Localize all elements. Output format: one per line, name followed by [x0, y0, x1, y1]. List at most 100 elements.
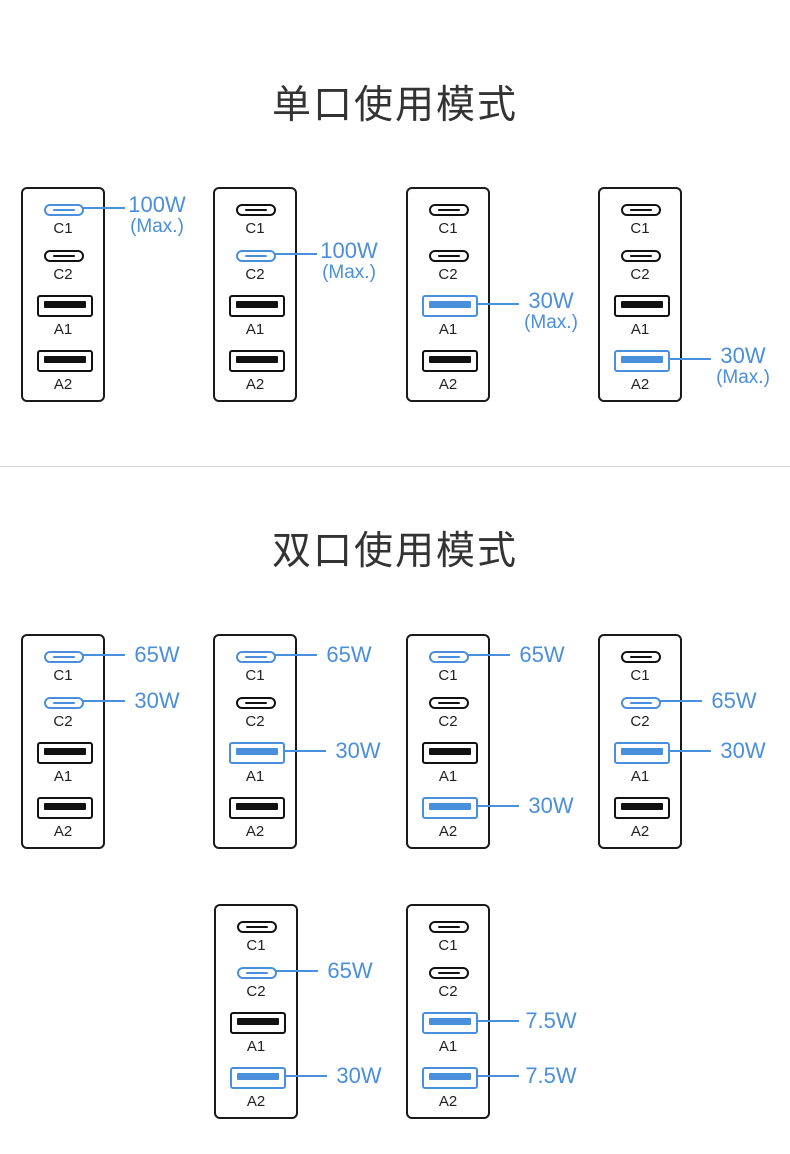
usb-a-tongue	[44, 803, 86, 810]
usb-a-tongue	[621, 356, 663, 363]
callout-line	[669, 750, 711, 752]
port-c1-usb-c-icon	[237, 921, 277, 933]
port-a1-usb-a-icon	[422, 1012, 478, 1034]
power-value: 7.5W	[525, 1063, 577, 1088]
port-label-c2: C2	[246, 983, 266, 1000]
power-value: 65W	[327, 958, 373, 983]
port-a1-usb-a-icon	[37, 742, 93, 764]
port-a2-usb-a-icon	[37, 797, 93, 819]
port-c2-usb-c-icon	[237, 967, 277, 979]
port-label-c2: C2	[438, 983, 458, 1000]
usb-a-tongue	[236, 301, 278, 308]
usb-a-tongue	[237, 1018, 279, 1025]
port-c1-usb-c-icon	[429, 921, 469, 933]
port-label-c2: C2	[53, 266, 73, 283]
power-value: 7.5W	[525, 1008, 577, 1033]
usb-a-tongue	[621, 748, 663, 755]
callout-line	[83, 700, 125, 702]
power-value: 65W	[711, 688, 757, 713]
port-a1-usb-a-icon	[230, 1012, 286, 1034]
callout-line	[468, 654, 510, 656]
port-label-c1: C1	[630, 667, 650, 684]
power-output-a1: 7.5W	[519, 1010, 583, 1032]
power-value: 30W	[720, 343, 766, 368]
port-c1-usb-c-icon	[44, 204, 84, 216]
port-c1-usb-c-icon	[429, 651, 469, 663]
section-divider	[0, 466, 790, 467]
port-label-c2: C2	[53, 713, 73, 730]
usb-a-tongue	[429, 748, 471, 755]
usb-a-tongue	[621, 803, 663, 810]
port-label-c2: C2	[630, 266, 650, 283]
port-label-c1: C1	[438, 220, 458, 237]
port-c1-usb-c-icon	[429, 204, 469, 216]
port-label-a1: A1	[438, 768, 458, 785]
callout-line	[275, 253, 317, 255]
port-label-a1: A1	[246, 1038, 266, 1055]
power-output-a1: 30W	[326, 740, 390, 762]
port-label-a2: A2	[53, 376, 73, 393]
port-label-c1: C1	[245, 220, 265, 237]
power-value: 65W	[326, 642, 372, 667]
power-value: 100W	[320, 238, 378, 263]
power-value: 30W	[336, 1063, 382, 1088]
power-output-c2: 65W	[702, 690, 766, 712]
port-label-a1: A1	[438, 1038, 458, 1055]
port-label-a2: A2	[630, 376, 650, 393]
port-c2-usb-c-icon	[621, 697, 661, 709]
port-a1-usb-a-icon	[614, 742, 670, 764]
port-a1-usb-a-icon	[37, 295, 93, 317]
power-output-c1: 100W(Max.)	[125, 194, 189, 238]
port-label-a2: A2	[438, 1093, 458, 1110]
power-output-c2: 30W	[125, 690, 189, 712]
usb-a-tongue	[429, 1018, 471, 1025]
port-a1-usb-a-icon	[229, 295, 285, 317]
port-a2-usb-a-icon	[422, 1067, 478, 1089]
power-output-a2: 30W	[519, 795, 583, 817]
callout-line	[477, 1020, 519, 1022]
power-output-a1: 30W(Max.)	[519, 290, 583, 334]
port-label-c1: C1	[246, 937, 266, 954]
power-value: 65W	[519, 642, 565, 667]
port-label-a1: A1	[438, 321, 458, 338]
power-output-c1: 65W	[510, 644, 574, 666]
usb-a-tongue	[44, 356, 86, 363]
power-value: 30W	[720, 738, 766, 763]
port-a2-usb-a-icon	[614, 350, 670, 372]
power-output-a2: 7.5W	[519, 1065, 583, 1087]
port-c1-usb-c-icon	[621, 651, 661, 663]
port-c1-usb-c-icon	[236, 204, 276, 216]
port-a2-usb-a-icon	[37, 350, 93, 372]
port-c2-usb-c-icon	[429, 967, 469, 979]
usb-a-tongue	[44, 748, 86, 755]
usb-a-tongue	[236, 803, 278, 810]
port-c1-usb-c-icon	[236, 651, 276, 663]
port-a2-usb-a-icon	[230, 1067, 286, 1089]
power-value: 30W	[528, 288, 574, 313]
port-label-c1: C1	[630, 220, 650, 237]
port-label-c1: C1	[53, 220, 73, 237]
port-c2-usb-c-icon	[429, 250, 469, 262]
max-note: (Max.)	[716, 367, 770, 388]
max-note: (Max.)	[524, 312, 578, 333]
power-output-a2: 30W(Max.)	[711, 345, 775, 389]
port-label-a1: A1	[53, 768, 73, 785]
port-c2-usb-c-icon	[429, 697, 469, 709]
port-c2-usb-c-icon	[236, 697, 276, 709]
power-value: 30W	[335, 738, 381, 763]
port-a1-usb-a-icon	[422, 742, 478, 764]
port-label-c2: C2	[438, 713, 458, 730]
port-a2-usb-a-icon	[229, 350, 285, 372]
port-label-a1: A1	[630, 768, 650, 785]
power-output-c2: 65W	[318, 960, 382, 982]
port-label-a1: A1	[630, 321, 650, 338]
port-c2-usb-c-icon	[44, 250, 84, 262]
usb-a-tongue	[44, 301, 86, 308]
usb-a-tongue	[621, 301, 663, 308]
port-label-a2: A2	[438, 376, 458, 393]
